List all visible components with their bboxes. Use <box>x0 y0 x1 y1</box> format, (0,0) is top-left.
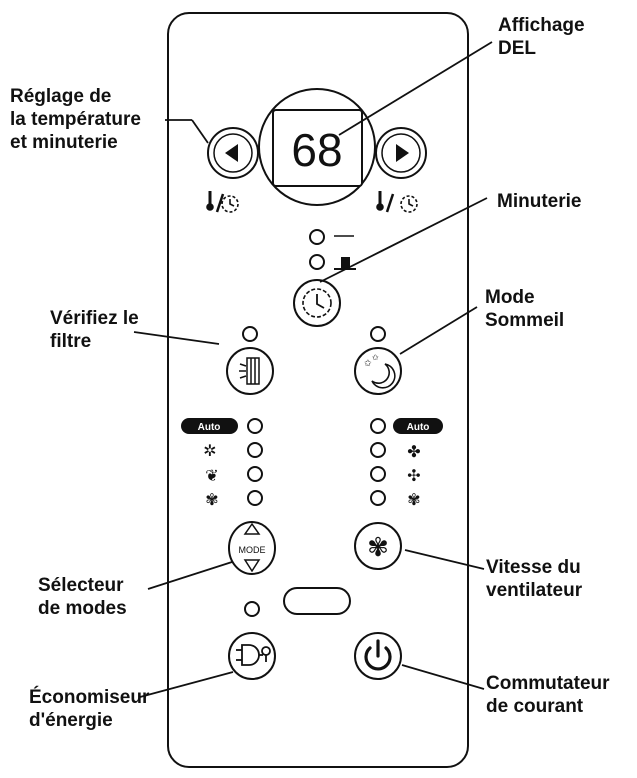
thermometer-timer-icon <box>206 191 239 213</box>
fan-icon: ✾ <box>367 533 389 563</box>
sleep-led <box>370 326 386 342</box>
timer-led-on <box>309 229 325 245</box>
timer-led-off <box>309 254 325 270</box>
mode-led-auto <box>247 418 263 434</box>
moon-stars-icon: ✩ ✩ <box>364 353 396 389</box>
fan-led-high <box>370 490 386 506</box>
check-filter-button[interactable] <box>226 347 274 395</box>
fan-indicator-badge: Auto <box>393 418 443 434</box>
fan-led-auto <box>370 418 386 434</box>
svg-text:Auto: Auto <box>198 422 221 433</box>
timer-icon <box>302 288 332 318</box>
fan-low-icon: ✤ <box>407 442 420 461</box>
fan-high-icon: ✾ <box>407 490 420 509</box>
energy-saver-button[interactable] <box>228 632 276 680</box>
filter-icon <box>239 357 260 385</box>
filter-led <box>242 326 258 342</box>
drop-fan-icon: ❦ <box>205 466 218 485</box>
led-display <box>272 109 363 187</box>
snowflake-icon: ✲ <box>203 441 216 460</box>
mode-down-icon <box>243 559 261 573</box>
receiver-window <box>283 587 351 615</box>
temperature-up-button[interactable] <box>375 127 427 179</box>
left-arrow-icon <box>225 144 238 162</box>
svg-text:✩: ✩ <box>372 353 379 362</box>
energy-saver-led <box>244 601 260 617</box>
fan-led-med <box>370 466 386 482</box>
label-timer: Minuterie <box>497 191 582 212</box>
mode-up-icon <box>243 522 261 535</box>
svg-text:Auto: Auto <box>407 422 430 433</box>
timer-off-indicator <box>334 257 356 270</box>
display-value: 68 <box>291 124 342 176</box>
mode-indicator-badge: Auto <box>181 418 238 434</box>
mode-button-label: MODE <box>239 545 266 555</box>
thermometer-timer-icon <box>376 191 418 213</box>
fan-led-low <box>370 442 386 458</box>
svg-text:✩: ✩ <box>364 359 372 369</box>
fan-medium-icon: ✣ <box>407 466 420 485</box>
energy-saver-icon <box>236 644 271 666</box>
power-button[interactable] <box>354 632 402 680</box>
mode-led-dry <box>247 466 263 482</box>
mode-button[interactable]: MODE <box>228 521 276 575</box>
mode-led-fan <box>247 490 263 506</box>
temperature-down-button[interactable] <box>207 127 259 179</box>
power-icon <box>364 639 392 671</box>
leader-lines <box>133 41 493 698</box>
timer-button[interactable] <box>293 279 341 327</box>
mode-led-cool <box>247 442 263 458</box>
fan-small-icon: ✾ <box>205 490 218 509</box>
fan-speed-button[interactable]: ✾ <box>354 522 402 570</box>
sleep-mode-button[interactable]: ✩ ✩ <box>354 347 402 395</box>
right-arrow-icon <box>396 144 409 162</box>
